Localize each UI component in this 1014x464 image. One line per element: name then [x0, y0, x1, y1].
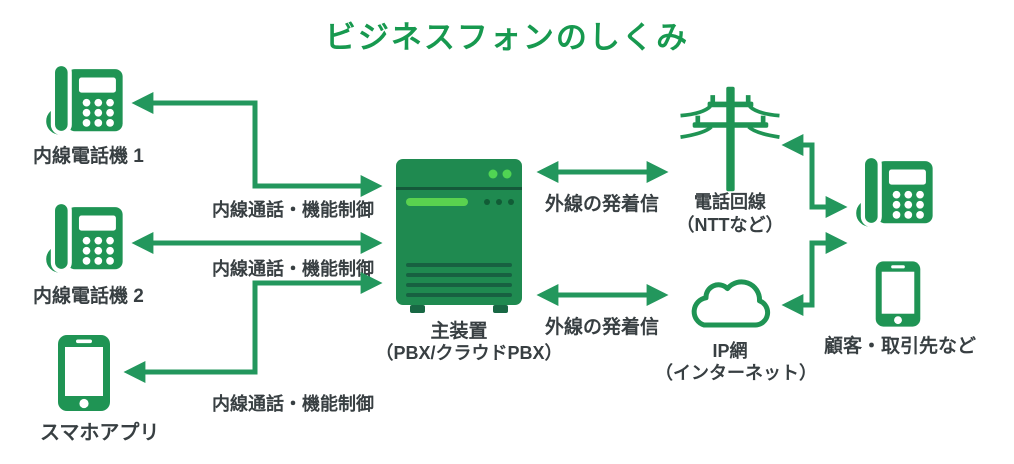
node-label-pbx: 主装置	[430, 321, 488, 342]
pbx-cabinet-icon	[394, 157, 524, 315]
desk-phone-icon	[852, 153, 936, 233]
desk-phone-icon	[42, 62, 126, 140]
cloud-icon	[682, 266, 778, 336]
connection-label-phone2-pbx: 内線通話・機能制御	[212, 259, 374, 279]
connection-label-smartphone-pbx: 内線通話・機能制御	[212, 394, 374, 414]
connection-label-phone1-pbx: 内線通話・機能制御	[212, 200, 374, 220]
arrow-ip-network-customers	[781, 231, 848, 317]
node-label-smartphone-app: スマホアプリ	[40, 422, 160, 444]
node-sublabel-pbx: （PBX/クラウドPBX）	[375, 343, 563, 363]
node-label-extension-phone-1: 内線電話機 1	[33, 146, 144, 167]
arrow-smartphone-app-pbx	[123, 271, 383, 384]
connection-label-pbx-phoneline: 外線の発着信	[545, 194, 660, 215]
smartphone-icon	[56, 333, 112, 413]
node-label-extension-phone-2: 内線電話機 2	[33, 286, 144, 307]
node-sublabel-ip-network: （インターネット）	[655, 363, 817, 383]
connection-label-pbx-ipnetwork: 外線の発着信	[545, 317, 660, 338]
desk-phone-icon	[42, 200, 126, 278]
node-label-customers: 顧客・取引先など	[823, 336, 976, 357]
node-label-phone-line: 電話回線	[694, 192, 766, 212]
smartphone-icon	[874, 256, 922, 332]
node-sublabel-phone-line: （NTTなど）	[676, 215, 784, 235]
node-label-ip-network: IP網	[712, 341, 748, 361]
arrow-extension-phone-1-pbx	[131, 91, 383, 198]
diagram-title: ビジネスフォンのしくみ	[324, 20, 690, 55]
utility-pole-icon	[676, 83, 784, 195]
arrow-phone-line-customers	[781, 133, 848, 219]
